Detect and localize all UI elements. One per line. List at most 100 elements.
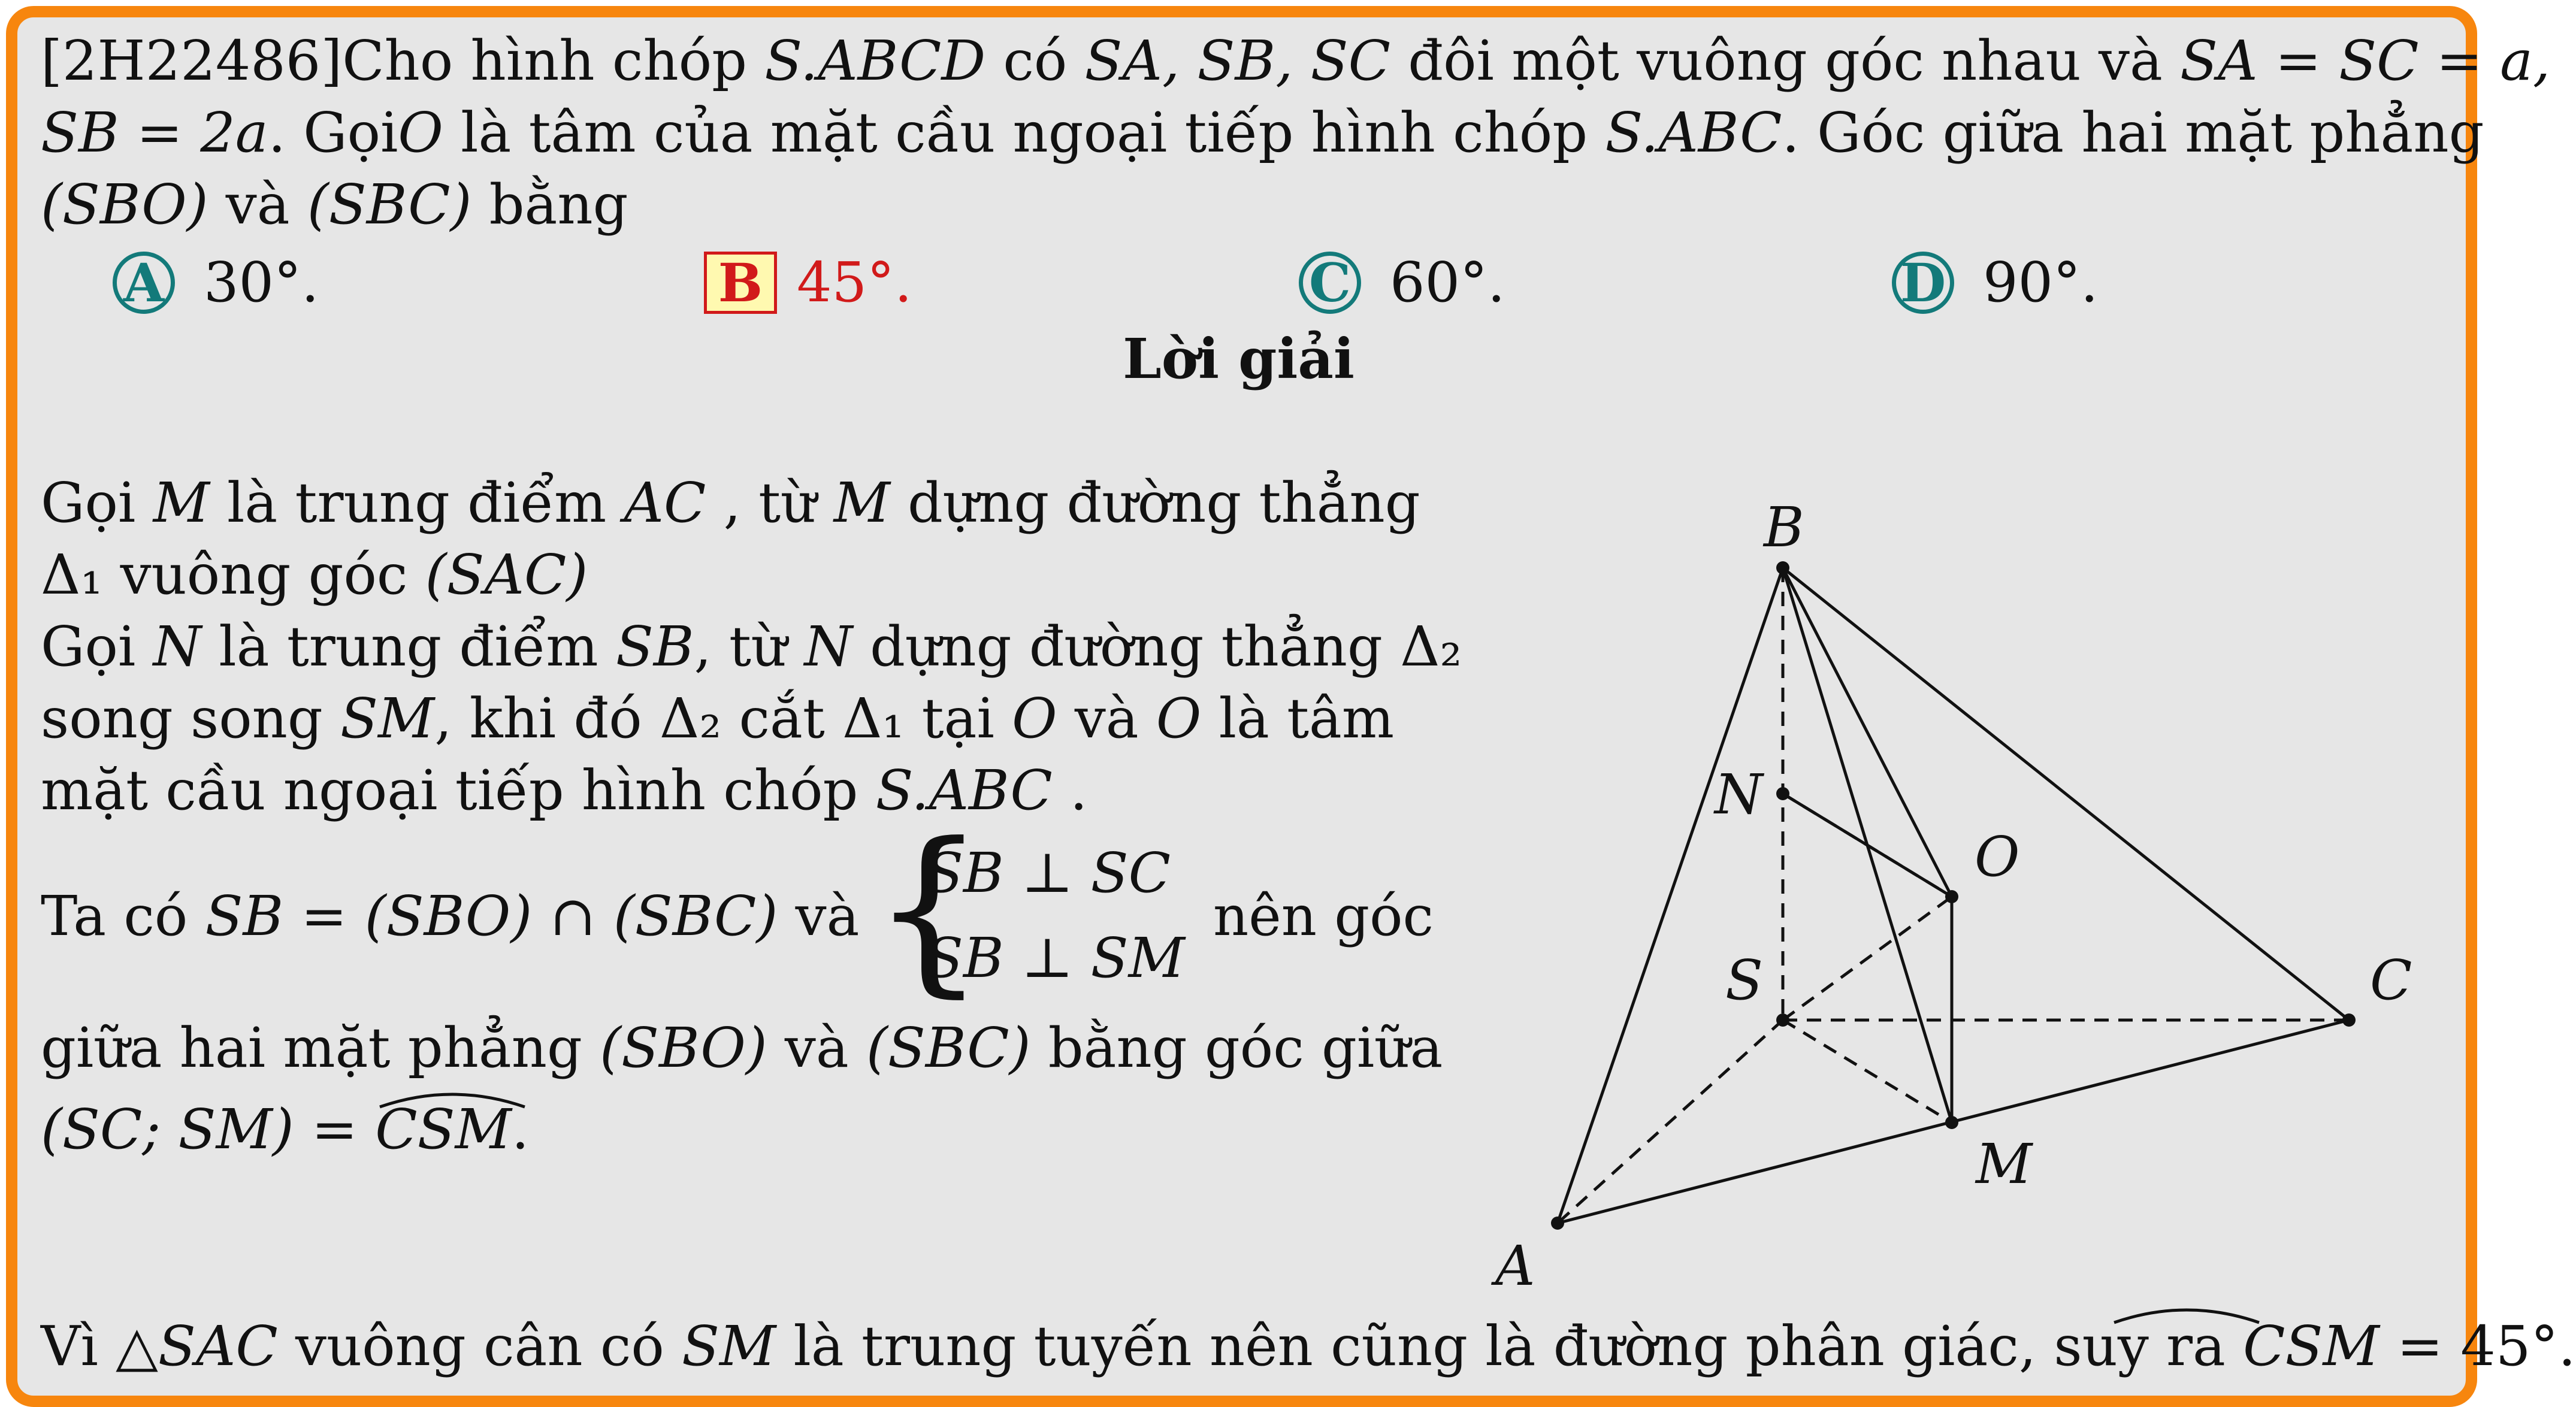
sol-text: vuông cân có: [277, 1314, 682, 1378]
sol-text: song song: [41, 686, 340, 751]
math-plane-sbc: (SBC): [307, 173, 472, 237]
sol-p2-line1: Gọi N là trung điểm SB, từ N dựng đường …: [41, 611, 1462, 683]
label-s: S: [1725, 948, 1763, 1012]
problem-line-1: [2H22486]Cho hình chóp S.ABCD có SA, SB,…: [41, 25, 2550, 97]
math-o: O: [398, 101, 443, 165]
problem-text: . Gọi: [268, 101, 398, 165]
sol-text: là trung điểm: [201, 615, 616, 679]
label-a: A: [1490, 1234, 1535, 1298]
math-intersection: SB = (SBO) ∩ (SBC): [205, 884, 778, 948]
sol-p2-line2: song song SM, khi đó Δ₂ cắt Δ₁ tại O và …: [41, 683, 1394, 755]
math-equality: SA = SC = a,: [2180, 29, 2551, 93]
system-brace: {: [872, 804, 986, 1013]
sol-text: , từ: [706, 471, 834, 535]
option-d-value[interactable]: 90°.: [1983, 250, 2099, 314]
sol-text: dựng đường thẳng: [852, 615, 1401, 679]
math-sm: SM: [340, 686, 435, 751]
sol-text: là trung tuyến nên cũng là đường phân gi…: [776, 1314, 2244, 1378]
option-d-marker[interactable]: D: [1892, 252, 1954, 314]
math-m: M: [153, 471, 210, 535]
option-letter: D: [1900, 252, 1946, 314]
sol-text: và: [1057, 686, 1156, 751]
sol-text: .: [1052, 758, 1088, 822]
point-c: [2342, 1013, 2356, 1027]
seg-1: SB = 2a. Gọi: [41, 97, 398, 169]
math-delta2: Δ₂: [1400, 615, 1462, 679]
pyramid-figure: B N O S C M A: [1490, 495, 2412, 1298]
math-ac: AC: [624, 471, 706, 535]
sol-text: cắt: [721, 686, 843, 751]
problem-text: [2H22486]Cho hình chóp: [41, 29, 765, 93]
sol-p4-line2: (SC; SM) = CSM.: [41, 1094, 529, 1166]
math-perp-1: SB ⊥ SC: [926, 841, 1171, 905]
option-c-marker[interactable]: C: [1299, 252, 1361, 314]
math-delta1: Δ₁: [842, 686, 905, 751]
math-pyramid: S.ABCD: [764, 29, 986, 93]
sol-text: Ta có: [41, 884, 205, 948]
problem-line-2: SB = 2a. Gọi O là tâm của mặt cầu ngoại …: [41, 97, 2484, 169]
sol-text: là trung điểm: [209, 471, 624, 535]
edge-bc: [1782, 567, 2350, 1021]
sol-p1-line1: Gọi M là trung điểm AC , từ M dựng đường…: [41, 467, 1420, 539]
math-o: O: [1012, 686, 1057, 751]
label-o: O: [1975, 825, 2019, 889]
sol-text: .: [511, 1097, 530, 1161]
math-sabc: S.ABC: [875, 758, 1053, 822]
option-a-marker[interactable]: A: [113, 252, 175, 314]
option-b-marker[interactable]: B: [704, 252, 777, 314]
option-b-value[interactable]: 45°.: [797, 250, 912, 314]
option-a-value[interactable]: 30°.: [204, 250, 319, 314]
label-m: M: [1975, 1132, 2034, 1196]
math-plane-sbo: (SBO): [600, 1016, 767, 1080]
math-n: N: [153, 615, 202, 679]
label-c: C: [2370, 948, 2412, 1012]
angle-hat-final: [2114, 1308, 2260, 1324]
label-b: B: [1762, 495, 1804, 559]
sol-text: giữa hai mặt phẳng: [41, 1016, 600, 1080]
problem-line-3: (SBO) và (SBC) bằng: [41, 169, 628, 241]
sol-text: tại: [904, 686, 1012, 751]
math-sm: SM: [682, 1314, 776, 1378]
option-letter: C: [1308, 252, 1352, 314]
option-c-value[interactable]: 60°.: [1390, 250, 1505, 314]
math-angle-csm: CSM: [375, 1097, 512, 1161]
math-edges: SA, SB, SC: [1084, 29, 1391, 93]
edge-no-dash: [1782, 792, 1953, 898]
edge-ba: [1556, 567, 1785, 1224]
sol-p4-line1: giữa hai mặt phẳng (SBO) và (SBC) bằng g…: [41, 1012, 1443, 1084]
math-plane-sbc: (SBC): [866, 1016, 1031, 1080]
math-angle-csm: CSM: [2243, 1314, 2380, 1378]
point-n: [1776, 787, 1789, 800]
math-sb: SB: [615, 615, 694, 679]
point-m: [1945, 1116, 1958, 1129]
point-b: [1776, 561, 1789, 574]
sol-text: và: [778, 884, 860, 948]
problem-text: bằng: [471, 173, 628, 237]
point-a: [1551, 1217, 1564, 1230]
problem-text: và: [208, 173, 307, 237]
math-angle-pair: (SC; SM) =: [41, 1097, 376, 1161]
math-n: N: [804, 615, 852, 679]
sol-text: Gọi: [41, 615, 153, 679]
sol-text: bằng góc giữa: [1030, 1016, 1443, 1080]
sol-text: dựng đường thẳng: [890, 471, 1420, 535]
edge-sm: [1782, 1018, 1953, 1124]
problem-text: đôi một vuông góc nhau và: [1390, 29, 2181, 93]
math-delta2: Δ₂: [659, 686, 722, 751]
math-m: M: [833, 471, 890, 535]
sol-p2-line3: mặt cầu ngoại tiếp hình chóp S.ABC .: [41, 755, 1087, 827]
edge-so: [1782, 895, 1953, 1022]
option-letter: A: [123, 252, 165, 314]
sol-text: , khi đó: [434, 686, 660, 751]
problem-text: . Góc giữa hai mặt phẳng: [1782, 101, 2484, 165]
problem-text: là tâm của mặt cầu ngoại tiếp hình chóp: [443, 101, 1606, 165]
sol-p1-line2: Δ₁ vuông góc (SAC): [41, 539, 588, 611]
final-line: Vì △SAC vuông cân có SM là trung tuyến n…: [41, 1311, 2576, 1382]
sol-text: Gọi: [41, 471, 153, 535]
sol-p3-tail: nên góc: [1213, 884, 1434, 948]
problem-text: có: [985, 29, 1085, 93]
math-triangle-sac: SAC: [158, 1314, 278, 1378]
math-sb: SB = 2a: [41, 101, 268, 165]
problem-card: [6, 6, 2477, 1407]
sol-text: là tâm: [1201, 686, 1395, 751]
